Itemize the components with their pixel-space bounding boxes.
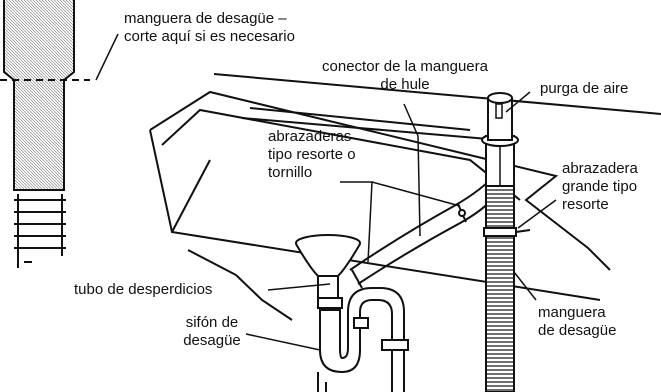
label-waste-pipe: tubo de desperdicios bbox=[74, 281, 213, 298]
leader-air-bleed bbox=[505, 91, 531, 113]
leader-waste bbox=[267, 283, 331, 291]
leader-hose bbox=[513, 271, 537, 301]
label-clamps-line2: tipo resorte o bbox=[268, 146, 356, 163]
spring-clamps bbox=[351, 203, 467, 289]
curved-hose bbox=[349, 171, 505, 285]
leader-large-clamp bbox=[517, 199, 557, 229]
label-trap-line2: desagüe bbox=[183, 332, 241, 349]
countertop bbox=[213, 73, 661, 141]
standpipe bbox=[481, 92, 531, 392]
hose-cutaway bbox=[0, 0, 90, 268]
label-clamps-line3: tornillo bbox=[268, 164, 313, 181]
label-drain-hose-line1: manguera bbox=[538, 304, 606, 321]
leader-trap bbox=[245, 333, 321, 351]
label-rubber-connector-line1: conector de la manguera bbox=[322, 58, 488, 75]
leader-connector bbox=[403, 103, 421, 237]
label-drain-hose-cut-line1: manguera de desagüe – bbox=[124, 10, 287, 27]
label-large-clamp-line1: abrazadera bbox=[562, 160, 638, 177]
label-large-clamp-line2: grande tipo bbox=[562, 178, 638, 195]
leader-cut bbox=[95, 33, 119, 81]
label-air-bleed: purga de aire bbox=[540, 80, 629, 97]
label-large-clamp-line3: resorte bbox=[562, 196, 609, 213]
label-drain-hose-cut: manguera de desagüe – corte aquí si es n… bbox=[124, 10, 295, 46]
sink-basin bbox=[149, 90, 611, 321]
label-trap: sifón de desagüe bbox=[170, 314, 254, 350]
label-clamps-line1: abrazaderas bbox=[268, 128, 352, 145]
p-trap bbox=[317, 287, 409, 392]
strainer bbox=[295, 234, 361, 298]
label-large-clamp: abrazadera grande tipo resorte bbox=[562, 160, 638, 214]
label-rubber-connector-line2: de hule bbox=[380, 76, 430, 93]
label-rubber-connector: conector de la manguera de hule bbox=[288, 58, 522, 94]
label-clamps: abrazaderas tipo resorte o tornillo bbox=[268, 128, 356, 182]
leader-clamps-b bbox=[371, 181, 461, 207]
leader-lines bbox=[95, 33, 557, 351]
label-drain-hose-cut-line2: corte aquí si es necesario bbox=[124, 28, 295, 45]
label-drain-hose: manguera de desagüe bbox=[538, 304, 616, 340]
label-drain-hose-line2: de desagüe bbox=[538, 322, 617, 339]
label-trap-line1: sifón de bbox=[185, 314, 239, 331]
